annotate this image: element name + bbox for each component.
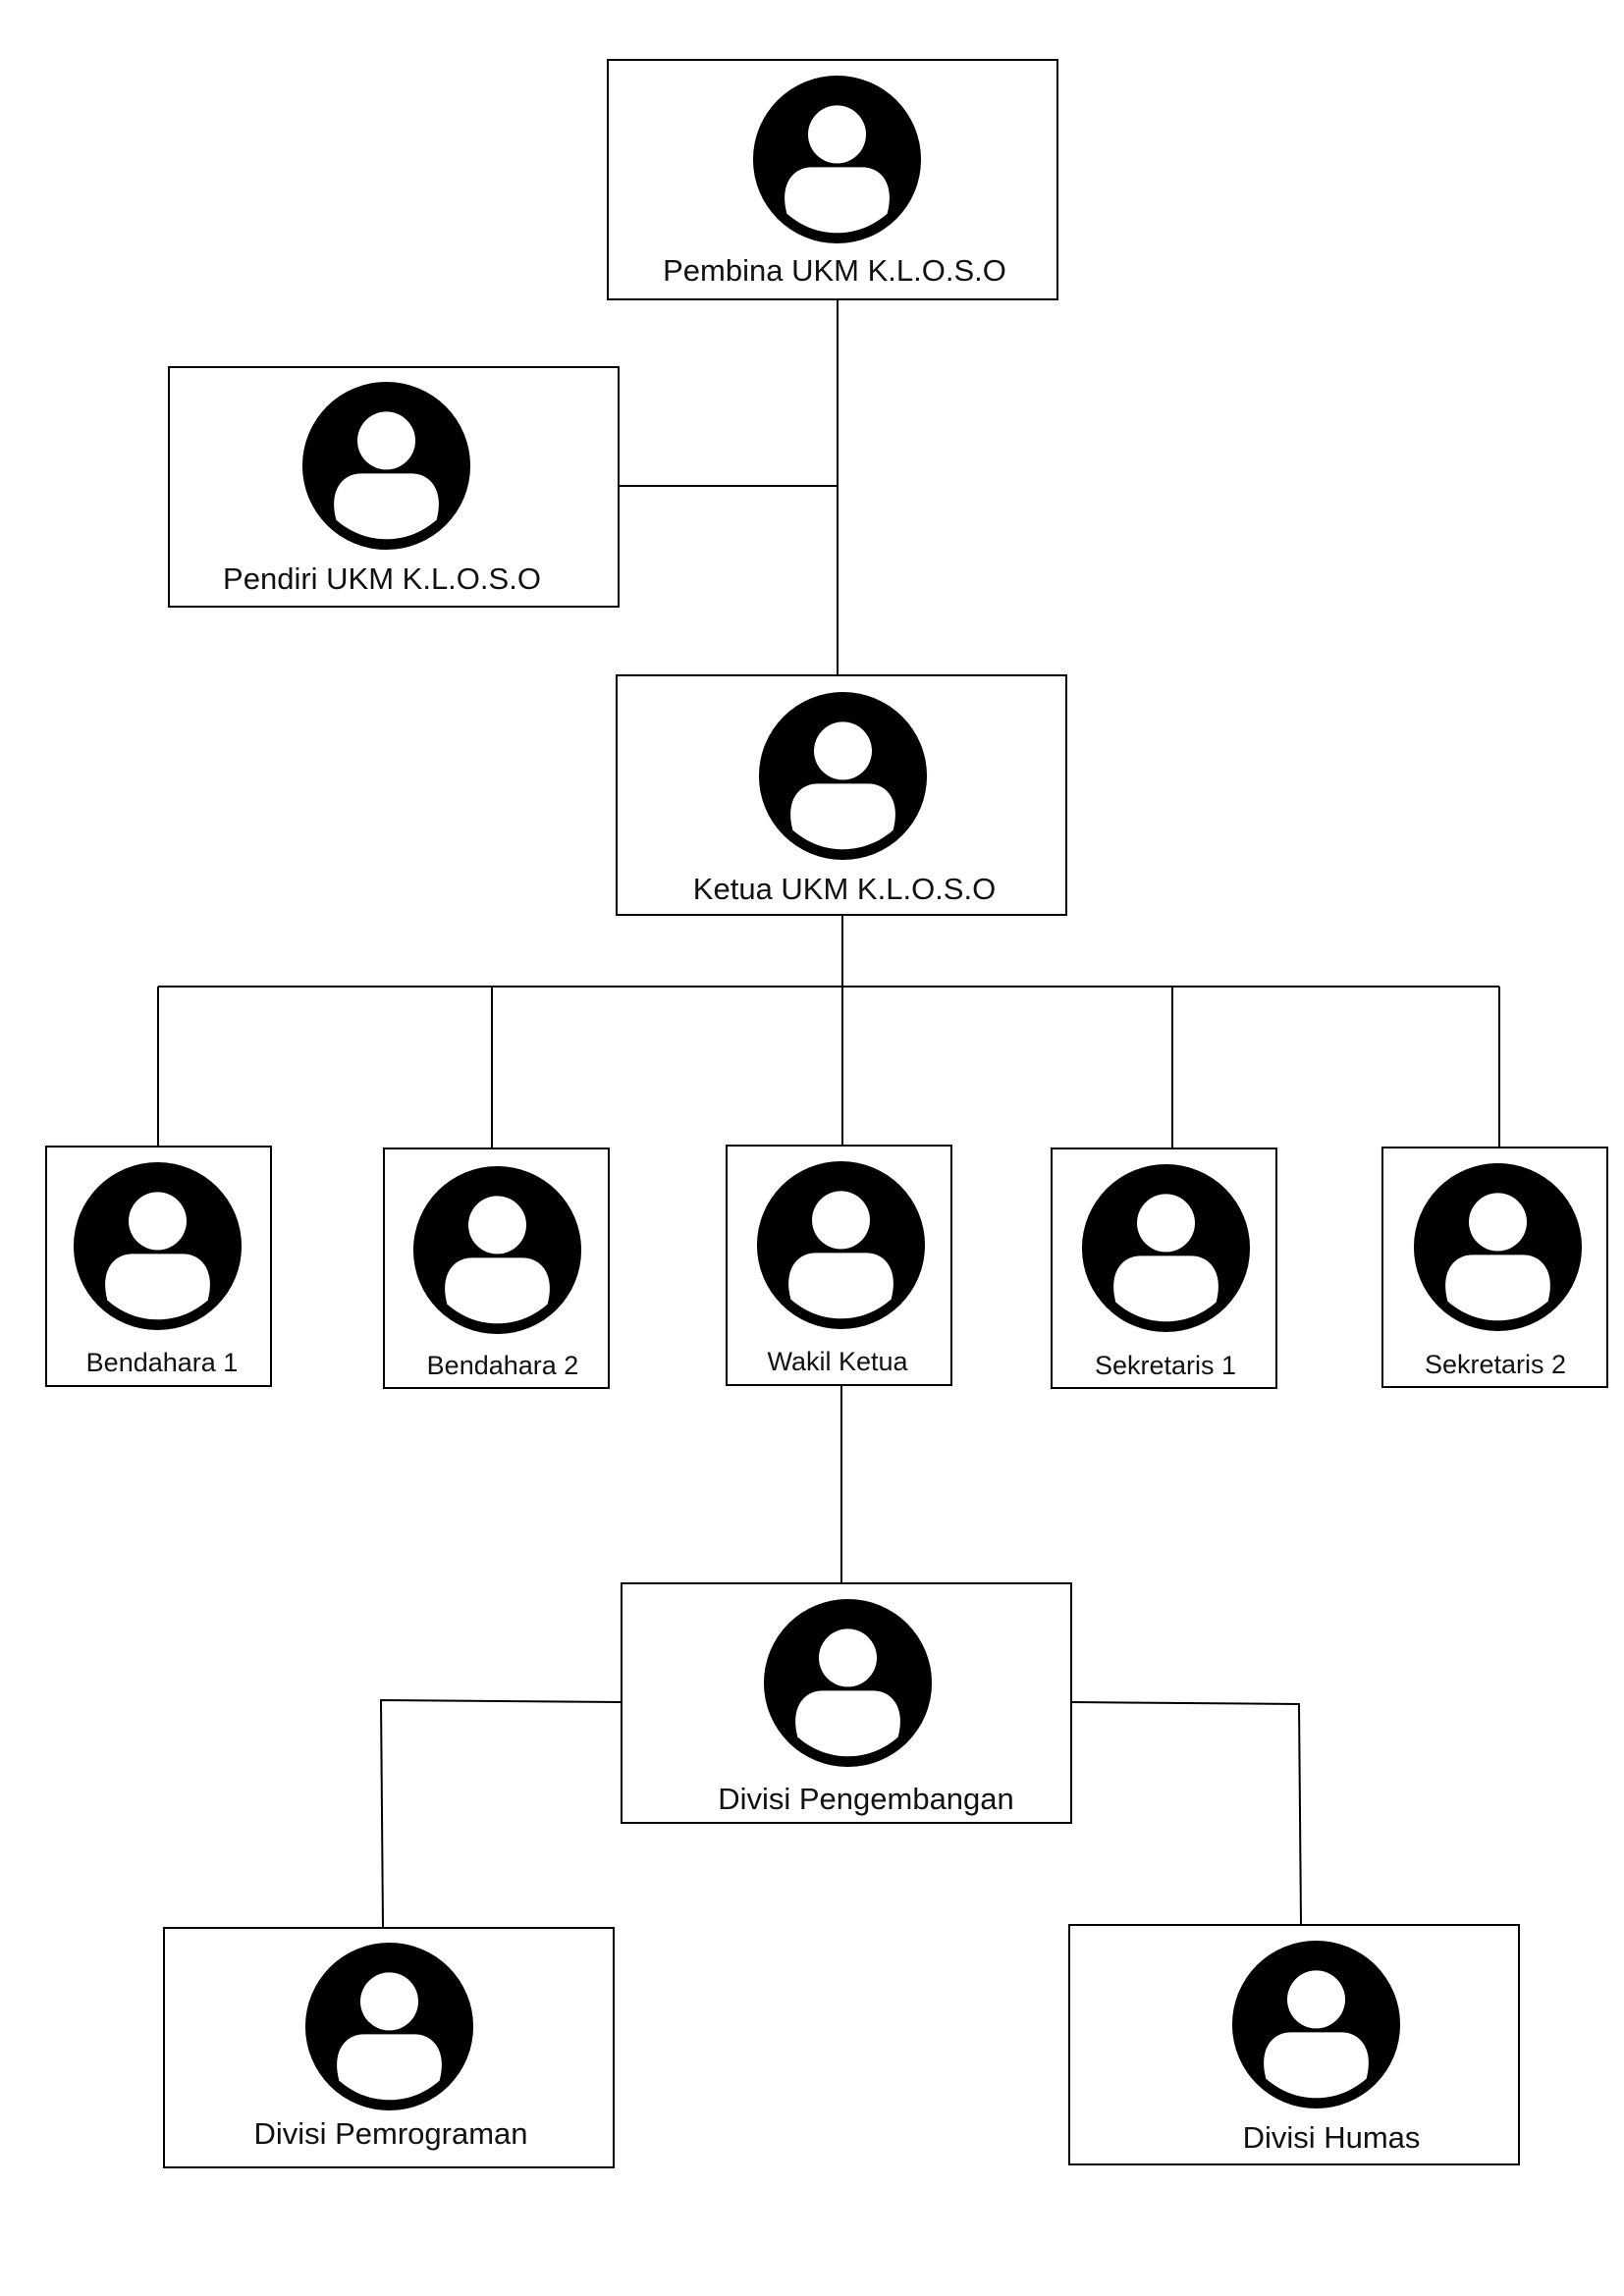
node-divisi-pengembangan-label: Divisi Pengembangan (718, 1782, 1014, 1816)
node-pembina-label: Pembina UKM K.L.O.S.O (663, 253, 1006, 288)
connector-pengembangan-humas (1070, 1701, 1302, 1925)
node-pendiri: Pendiri UKM K.L.O.S.O (168, 366, 620, 608)
node-divisi-pemrograman: Divisi Pemrograman (163, 1927, 615, 2168)
node-divisi-humas-label: Divisi Humas (1243, 2120, 1421, 2155)
user-avatar-icon (763, 1598, 933, 1768)
user-avatar-icon (1081, 1163, 1251, 1333)
user-avatar-icon (412, 1165, 582, 1335)
node-bendahara-1-label: Bendahara 1 (86, 1348, 239, 1377)
node-ketua: Ketua UKM K.L.O.S.O (616, 674, 1067, 916)
node-divisi-pemrograman-label: Divisi Pemrograman (253, 2116, 527, 2151)
user-avatar-icon (758, 691, 928, 861)
node-sekretaris-2-label: Sekretaris 2 (1425, 1350, 1566, 1379)
connectors (157, 300, 1500, 1928)
node-sekretaris-2: Sekretaris 2 (1381, 1147, 1608, 1388)
node-wakil-ketua-label: Wakil Ketua (767, 1347, 908, 1376)
node-pendiri-label: Pendiri UKM K.L.O.S.O (223, 561, 541, 596)
user-avatar-icon (1413, 1162, 1583, 1332)
connector-pengembangan-pemrograman (379, 1698, 623, 1928)
user-avatar-icon (73, 1161, 243, 1331)
node-pembina: Pembina UKM K.L.O.S.O (607, 59, 1058, 300)
node-divisi-pengembangan: Divisi Pengembangan (621, 1582, 1072, 1824)
user-avatar-icon (301, 381, 471, 551)
node-ketua-label: Ketua UKM K.L.O.S.O (693, 872, 996, 906)
node-sekretaris-1-label: Sekretaris 1 (1095, 1351, 1236, 1380)
node-bendahara-1: Bendahara 1 (45, 1146, 272, 1387)
node-wakil-ketua: Wakil Ketua (726, 1145, 952, 1386)
node-divisi-humas: Divisi Humas (1068, 1924, 1520, 2165)
user-avatar-icon (1231, 1940, 1401, 2109)
user-avatar-icon (304, 1942, 474, 2111)
node-bendahara-2-label: Bendahara 2 (427, 1351, 579, 1380)
node-bendahara-2: Bendahara 2 (383, 1148, 610, 1389)
node-sekretaris-1: Sekretaris 1 (1051, 1148, 1277, 1389)
user-avatar-icon (752, 75, 922, 244)
user-avatar-icon (756, 1160, 926, 1330)
